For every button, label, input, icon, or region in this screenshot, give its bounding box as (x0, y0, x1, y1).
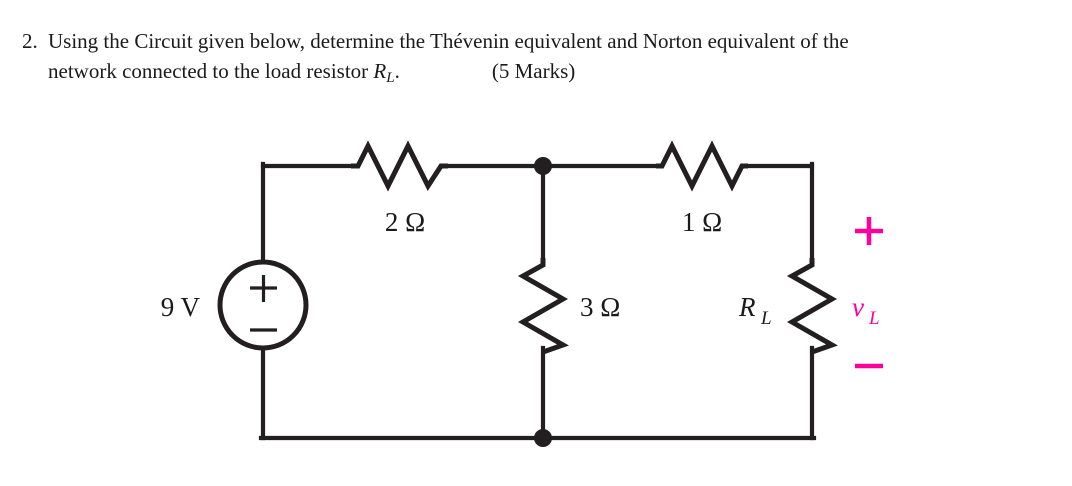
resistor-load-label: R L (738, 292, 772, 329)
resistor-2ohm-symbol (351, 140, 448, 192)
resistor-load-label-subscript: L (760, 308, 772, 329)
node-dot-top (534, 157, 552, 175)
node-dot-bottom (534, 429, 552, 447)
load-voltage-label-main: v (852, 292, 864, 322)
source-value-label: 9 V (161, 292, 201, 322)
question-block: 2. Using the Circuit given below, determ… (22, 26, 1052, 93)
marks-label: (5 Marks) (491, 59, 576, 83)
resistor-load-symbol (786, 258, 838, 355)
voltage-source-symbol (217, 259, 309, 351)
load-resistor-symbol: R (373, 59, 387, 83)
question-line-1: Using the Circuit given below, determine… (48, 26, 1052, 56)
resistor-load-label-main: R (738, 292, 756, 322)
load-voltage-label: v L (852, 292, 880, 329)
question-text: Using the Circuit given below, determine… (48, 26, 1052, 93)
question-line-2-text: network connected to the load resistor R… (48, 56, 400, 93)
source-plus-icon (250, 275, 277, 302)
resistor-3ohm-symbol (517, 258, 569, 355)
resistor-1ohm-label: 1 Ω (682, 207, 722, 237)
question-number: 2. (22, 29, 38, 53)
resistor-1ohm-symbol (656, 140, 748, 192)
load-voltage-label-subscript: L (868, 308, 880, 329)
question-line-2-period: . (394, 59, 400, 83)
load-resistor-subscript: L (386, 70, 395, 87)
question-line-2-lead: network connected to the load resistor (48, 59, 374, 83)
question-line-1-text: Using the Circuit given below, determine… (48, 29, 849, 53)
resistor-2ohm-label: 2 Ω (385, 207, 425, 237)
load-voltage-plus-icon (855, 217, 883, 245)
resistor-3ohm-label: 3 Ω (580, 292, 620, 322)
question-line-2: network connected to the load resistor R… (48, 56, 1052, 93)
